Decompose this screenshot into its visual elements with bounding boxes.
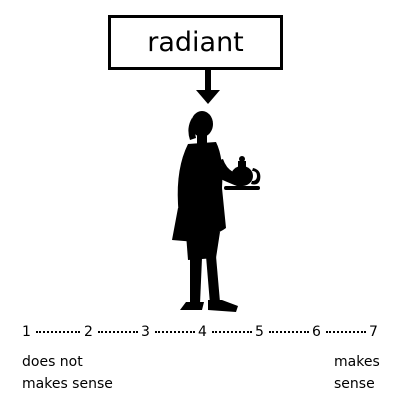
right-anchor-label: makes sense xyxy=(334,351,380,395)
scale-dots xyxy=(212,331,252,333)
scale-point-3[interactable]: 3 xyxy=(141,324,150,340)
scale-dots xyxy=(36,331,80,333)
target-word: radiant xyxy=(147,27,244,58)
left-anchor-line-1: does not xyxy=(22,354,83,370)
scale-point-1[interactable]: 1 xyxy=(22,324,31,340)
scale-dots xyxy=(98,331,138,333)
scale-point-6[interactable]: 6 xyxy=(312,324,321,340)
down-arrow-icon xyxy=(196,70,220,104)
scale-point-4[interactable]: 4 xyxy=(198,324,207,340)
butler-silhouette-image xyxy=(172,111,261,312)
right-anchor-line-2: sense xyxy=(334,376,375,392)
right-anchor-line-1: makes xyxy=(334,354,380,370)
left-anchor-line-2: makes sense xyxy=(22,376,113,392)
scale-dots xyxy=(155,331,195,333)
rating-scale: 1 2 3 4 5 6 7 xyxy=(22,324,384,344)
left-anchor-label: does not makes sense xyxy=(22,351,113,395)
scale-point-7[interactable]: 7 xyxy=(369,324,378,340)
scale-point-2[interactable]: 2 xyxy=(84,324,93,340)
scale-dots xyxy=(326,331,366,333)
scale-point-5[interactable]: 5 xyxy=(255,324,264,340)
word-box: radiant xyxy=(108,15,283,70)
scale-dots xyxy=(269,331,309,333)
